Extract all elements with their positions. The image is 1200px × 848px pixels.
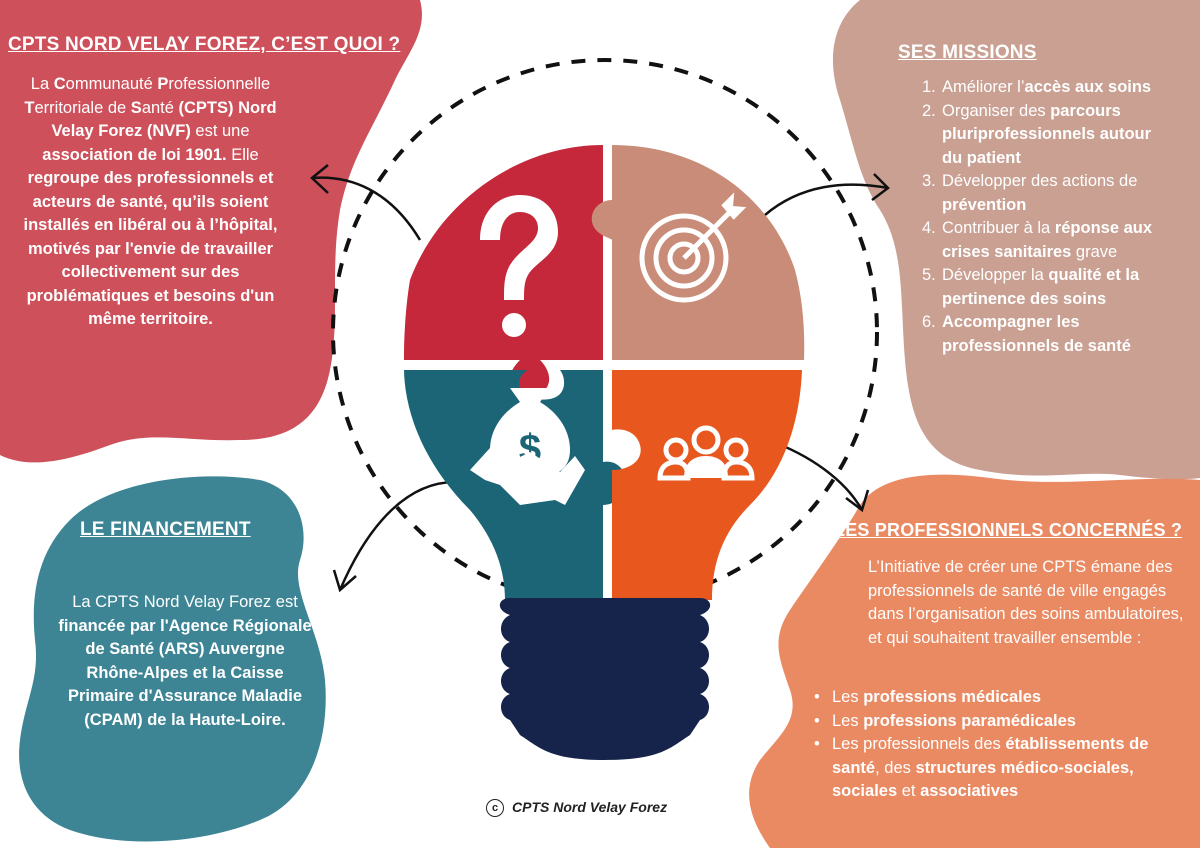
mission-item: 4. Contribuer à la réponse aux crises san… xyxy=(922,217,1172,264)
mission-item: 3. Développer des actions de prévention xyxy=(922,170,1172,217)
professionals-title: LES PROFESSIONNELS CONCERNÉS ? xyxy=(834,520,1183,540)
money-bag-handshake-icon: $ xyxy=(470,388,585,505)
copyright-notice: c CPTS Nord Velay Forez xyxy=(486,799,668,818)
red-blob xyxy=(0,0,422,463)
mission-text: Organiser des parcours pluriprofessionne… xyxy=(942,101,1152,167)
puzzle-piece-red xyxy=(404,145,603,396)
missions-title: SES MISSIONS xyxy=(898,42,1037,63)
mission-item: 1. Améliorer l’accès aux soins xyxy=(922,76,1172,100)
mission-number: 4. xyxy=(922,219,936,237)
mission-text: Contribuer à la réponse aux crises sanit… xyxy=(942,219,1153,261)
mission-text: Améliorer l’accès aux soins xyxy=(942,78,1152,96)
mission-number: 6. xyxy=(922,313,936,331)
arrow-to-professionals-head xyxy=(845,489,870,513)
mission-item: 2. Organiser des parcours pluriprofession… xyxy=(922,100,1172,171)
mission-text: Développer des actions de prévention xyxy=(942,172,1138,214)
tan-blob xyxy=(832,0,1200,480)
question-mark-icon xyxy=(480,195,558,337)
teal-blob xyxy=(19,476,326,842)
professional-item: Les professions paramédicales xyxy=(812,710,1197,734)
mission-number: 2. xyxy=(922,101,936,120)
mission-text: Accompagner les professionnels de santé xyxy=(942,313,1131,355)
professional-item: Les professionnels des établissements de… xyxy=(812,733,1197,804)
about-text: La Communauté Professionnelle Territoria… xyxy=(23,75,278,328)
copyright-text: CPTS Nord Velay Forez xyxy=(512,799,668,815)
arrow-to-missions-head xyxy=(871,173,890,201)
professional-item: Les professions médicales xyxy=(812,686,1197,710)
funding-title: LE FINANCEMENT xyxy=(80,519,251,540)
about-title: CPTS NORD VELAY FOREZ, C’EST QUOI ? xyxy=(8,34,401,55)
arrow-to-about xyxy=(311,176,422,241)
mission-number: 1. xyxy=(922,78,936,96)
arrow-to-about-head xyxy=(310,164,329,194)
missions-list: 1. Améliorer l’accès aux soins 2. Organiser… xyxy=(922,76,1172,358)
professionals-list: Les professions médicalesLes professions… xyxy=(812,686,1197,804)
mission-text: Développer la qualité et la pertinence d… xyxy=(942,266,1140,308)
arrow-to-funding xyxy=(338,480,456,591)
mission-number: 3. xyxy=(922,172,936,190)
mission-item: 6. Accompagner les professionnels de sant… xyxy=(922,311,1172,358)
puzzle-piece-orange xyxy=(612,370,802,600)
mission-item: 5. Développer la qualité et la pertinence… xyxy=(922,264,1172,311)
mission-number: 5. xyxy=(922,266,936,284)
arrow-to-missions xyxy=(764,183,889,216)
professionals-intro: L’Initiative de créer une CPTS émane des… xyxy=(868,558,1184,647)
target-arrow-icon xyxy=(639,192,747,303)
funding-text: La CPTS Nord Velay Forez est financée pa… xyxy=(58,593,312,729)
arrow-to-funding-head xyxy=(332,569,357,593)
group-people-icon xyxy=(657,425,755,481)
copyright-icon: c xyxy=(486,799,504,818)
bulb-base xyxy=(499,598,711,760)
